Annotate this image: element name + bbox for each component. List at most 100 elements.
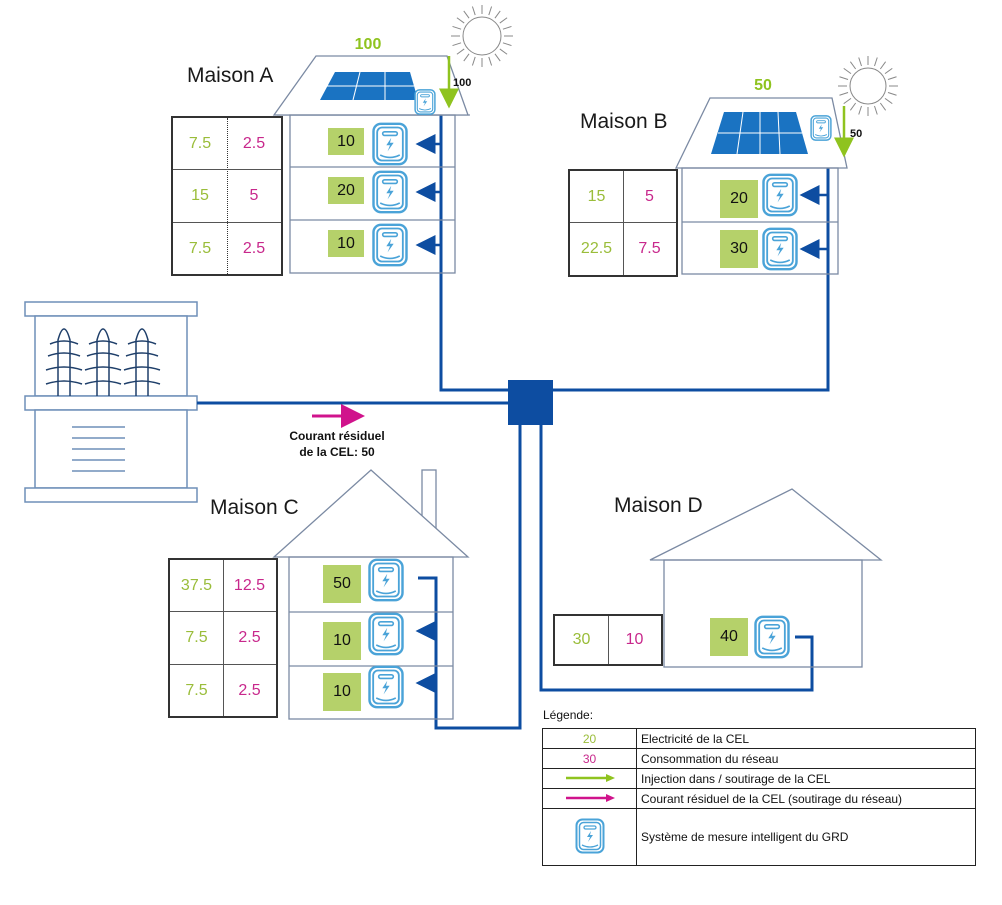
house-a-label: Maison A	[187, 64, 274, 87]
house-d-split-table: 30 10	[553, 614, 663, 666]
residual-current-label: Courant résiduel de la CEL: 50	[262, 428, 412, 460]
consumption-box: 10	[323, 622, 361, 660]
smart-meter-icon	[372, 170, 408, 214]
cel-value: 37.5	[180, 576, 213, 594]
sun-ray	[499, 17, 508, 24]
cel-value: 7.5	[188, 134, 212, 152]
smart-meter-icon	[368, 558, 404, 602]
smart-meter-icon	[575, 818, 604, 853]
cel-value: 22.5	[580, 240, 613, 257]
sun-ray	[884, 67, 893, 75]
smart-meter-icon	[372, 223, 408, 267]
grid-value: 5	[249, 187, 259, 204]
residual-line-2: de la CEL: 50	[299, 445, 375, 459]
legend-row: 30 Consommation du réseau	[542, 748, 976, 769]
magenta-arrow-icon	[565, 793, 615, 802]
sun-ray	[499, 48, 508, 55]
consumption-box: 10	[328, 230, 364, 257]
grid-value: 2.5	[242, 239, 266, 257]
smart-meter-icon	[754, 615, 790, 659]
sun-ray	[471, 6, 476, 16]
legend-text: Courant résiduel de la CEL (soutirage du…	[636, 788, 976, 809]
consumption-box: 50	[323, 565, 361, 603]
smart-meter-icon	[372, 122, 408, 166]
sun-ray	[452, 25, 462, 30]
cel-value: 15	[587, 187, 606, 205]
sun-ray	[463, 53, 470, 62]
consumption-box: 30	[720, 230, 758, 268]
junction-box	[508, 380, 553, 425]
solar-panel-a	[320, 71, 418, 101]
sun-ray	[502, 42, 512, 47]
smart-meter-icon	[414, 89, 436, 115]
sun-ray	[471, 56, 476, 66]
grid-value: 10	[625, 631, 644, 648]
smart-meter-icon	[762, 173, 798, 217]
sun-ray	[849, 102, 857, 111]
house-a-split-table: 7.5 2.5 15 5 7.5 2.5	[171, 116, 283, 276]
injection-a: 100	[453, 77, 472, 89]
sun-ray	[874, 105, 878, 115]
sun-ray	[887, 76, 897, 80]
cel-value: 15	[191, 187, 209, 204]
sun-icon	[451, 5, 513, 67]
legend-text: Consommation du réseau	[636, 748, 976, 769]
legend-row: Système de mesure intelligent du GRD	[542, 808, 976, 866]
cel-value: 7.5	[188, 239, 212, 257]
injection-b: 50	[850, 128, 863, 140]
sun-ray	[879, 61, 887, 70]
grid-value: 12.5	[233, 576, 266, 594]
legend-row: Injection dans / soutirage de la CEL	[542, 768, 976, 789]
sun-ray	[874, 57, 878, 67]
sun-ray	[456, 17, 465, 24]
legend-symbol-green-number: 20	[542, 728, 637, 749]
legend-table: 20 Electricité de la CEL 30 Consommation…	[542, 728, 976, 866]
cel-value: 7.5	[185, 681, 208, 699]
consumption-box: 10	[323, 673, 361, 711]
legend-symbol-magenta-number: 30	[542, 748, 637, 769]
sun-icon	[838, 56, 898, 116]
smart-meter-icon	[810, 115, 832, 141]
sun-ray	[843, 97, 852, 105]
house-d-label: Maison D	[614, 494, 703, 517]
sun-ray	[849, 61, 857, 70]
production-b: 50	[754, 77, 772, 94]
consumption-box: 40	[710, 618, 748, 656]
production-a: 100	[354, 36, 382, 53]
sun-ray	[858, 57, 862, 67]
house-d	[649, 488, 883, 668]
sun-ray	[858, 105, 862, 115]
green-arrow-icon	[565, 773, 615, 782]
legend-row: 20 Electricité de la CEL	[542, 728, 976, 749]
legend-text: Système de mesure intelligent du GRD	[636, 808, 976, 866]
legend-text: Electricité de la CEL	[636, 728, 976, 749]
grid-value: 2.5	[238, 681, 261, 699]
sun-ray	[452, 42, 462, 47]
sun-ray	[494, 53, 501, 62]
consumption-box: 10	[328, 128, 364, 155]
residual-line-1: Courant résiduel	[289, 429, 385, 443]
sun-ray	[839, 76, 849, 80]
sun-ray	[879, 102, 887, 111]
grid-value: 7.5	[638, 240, 661, 257]
legend-text: Injection dans / soutirage de la CEL	[636, 768, 976, 789]
legend-symbol-cell	[542, 768, 637, 789]
sun-ray	[843, 67, 852, 75]
cel-value: 30	[572, 631, 591, 648]
house-b-label: Maison B	[580, 110, 668, 133]
transformer-vents	[72, 426, 125, 472]
legend-title: Légende:	[543, 708, 594, 722]
transformer	[24, 301, 198, 503]
legend-symbol-cell	[542, 788, 637, 809]
sun-ray	[488, 6, 493, 16]
insulator-icon	[45, 328, 161, 396]
sun-ray	[494, 10, 501, 19]
sun-ray	[456, 48, 465, 55]
solar-panel-b	[711, 111, 808, 155]
grid-value: 2.5	[238, 629, 261, 646]
house-c-split-table: 37.5 12.5 7.5 2.5 7.5 2.5	[168, 558, 278, 718]
house-c	[272, 469, 470, 720]
legend-symbol-cell	[542, 808, 637, 866]
sun-ray	[502, 25, 512, 30]
